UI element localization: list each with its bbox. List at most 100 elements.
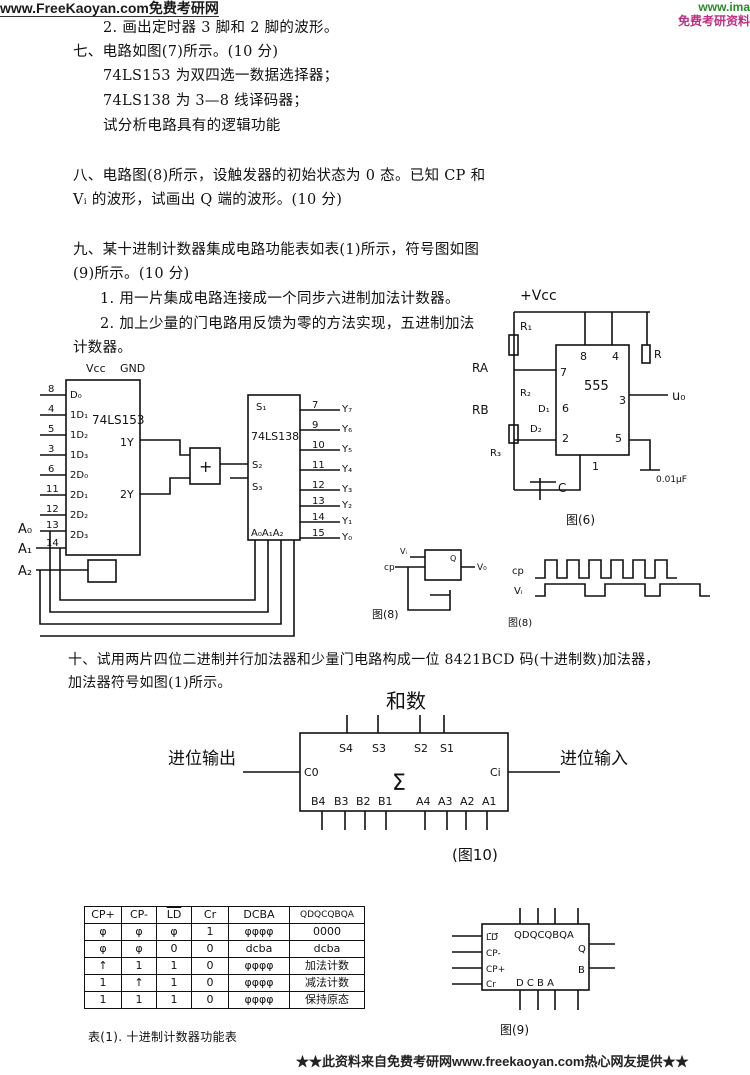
vcc-label: Vcc: [86, 362, 106, 375]
svg-text:R₂: R₂: [520, 388, 531, 399]
out-1y: 1Y: [120, 436, 134, 449]
sum-title: 和数: [386, 689, 426, 713]
figure-9-counter-symbol: LD CP- CP+ Cr QDQCQBQA Q B D C B A 图(9): [452, 908, 615, 1037]
svg-text:2: 2: [562, 432, 569, 445]
svg-text:A1: A1: [482, 795, 497, 808]
site-header-link[interactable]: www.FreeKaoyan.com免费考研网: [0, 0, 219, 17]
svg-text:Q: Q: [578, 944, 586, 955]
q7-title: 七、电路如图(7)所示。(10 分): [73, 44, 279, 60]
q9-line1: 九、某十进制计数器集成电路功能表如表(1)所示，符号图如图: [73, 242, 480, 258]
footer-source-note: ★★此资料来自免费考研网www.freekaoyan.com热心网友提供★★: [296, 1054, 689, 1069]
svg-text:S₂: S₂: [252, 460, 262, 471]
chip-74ls153: [65, 379, 141, 556]
input-a2: A₂: [18, 564, 32, 579]
chip-74ls138: [247, 394, 301, 541]
svg-text:S3: S3: [372, 742, 386, 755]
svg-text:CP-: CP-: [486, 949, 501, 959]
svg-text:Y₅: Y₅: [341, 444, 352, 455]
svg-text:B: B: [578, 965, 585, 976]
svg-text:Vᵢ: Vᵢ: [400, 547, 407, 556]
svg-text:A2: A2: [460, 795, 475, 808]
svg-text:11: 11: [46, 484, 59, 495]
table-header-row: CP+ CP- LD Cr DCBA QDQCQBQA: [84, 906, 365, 924]
flip-flop: [424, 549, 462, 581]
svg-text:8: 8: [48, 384, 54, 395]
q8-line1: 八、电路图(8)所示，设触发器的初始状态为 0 态。已知 CP 和: [73, 168, 486, 184]
q10-line1: 十、试用两片四位二进制并行加法器和少量门电路构成一位 8421BCD 码(十进制…: [68, 652, 660, 668]
svg-text:S4: S4: [339, 742, 353, 755]
svg-text:S2: S2: [414, 742, 428, 755]
svg-text:cp: cp: [384, 563, 395, 573]
svg-text:Y₃: Y₃: [341, 484, 352, 495]
svg-text:D₁: D₁: [538, 404, 550, 415]
figure-10-adder: 和数 进位输出 进位输入 S4 S3 S2 S1 C0 Ci Σ B4 B3 B…: [168, 689, 628, 864]
figure-7-circuit: Vcc GND 74LS153 1Y 2Y D₀ 1D₁ 1D₂ 1D₃ 2D₀…: [18, 362, 352, 637]
q7-line3: 试分析电路具有的逻辑功能: [103, 118, 281, 134]
fig8-caption-waveform: 图(8): [508, 617, 532, 629]
svg-text:R₃: R₃: [490, 448, 501, 459]
svg-text:Σ: Σ: [392, 771, 406, 796]
svg-text:Vᵢ: Vᵢ: [514, 586, 523, 597]
svg-text:A4: A4: [416, 795, 431, 808]
q10-line2: 加法器符号如图(1)所示。: [68, 675, 232, 691]
carry-in-label: 进位输入: [560, 749, 628, 769]
svg-text:7: 7: [312, 400, 318, 411]
svg-text:B4: B4: [311, 795, 326, 808]
chip2-label: 74LS138: [251, 430, 299, 443]
svg-text:2D₃: 2D₃: [70, 530, 88, 541]
svg-text:u₀: u₀: [672, 389, 685, 404]
gnd-label: GND: [120, 362, 145, 375]
q9-item1: 1. 用一片集成电路连接成一个同步六进制加法计数器。: [100, 291, 460, 307]
svg-text:3: 3: [619, 394, 626, 407]
svg-text:12: 12: [46, 504, 59, 515]
q7-line1: 74LS153 为双四选一数据选择器；: [103, 68, 339, 84]
svg-text:1: 1: [592, 460, 599, 473]
chip-555-label: 555: [584, 379, 609, 394]
svg-text:R₁: R₁: [520, 320, 532, 333]
svg-text:D₂: D₂: [530, 424, 542, 435]
or-gate: [189, 447, 221, 485]
fig6-caption: 图(6): [566, 513, 595, 527]
chip1-label: 74LS153: [92, 413, 144, 427]
q8-line2: Vᵢ 的波形，试画出 Q 端的波形。(10 分): [73, 192, 343, 208]
svg-text:7: 7: [560, 366, 567, 379]
svg-text:Y₀: Y₀: [341, 532, 352, 543]
svg-text:A3: A3: [438, 795, 453, 808]
logo-top-text: www.ima: [698, 0, 750, 14]
svg-text:5: 5: [48, 424, 54, 435]
svg-text:Y₁: Y₁: [341, 516, 352, 527]
svg-text:Y₇: Y₇: [341, 404, 352, 415]
svg-text:cp: cp: [512, 566, 524, 577]
svg-text:1D₃: 1D₃: [70, 450, 88, 461]
svg-text:RB: RB: [472, 403, 489, 417]
svg-text:10: 10: [312, 440, 325, 451]
svg-text:4: 4: [612, 350, 619, 363]
figure-8-circuit: cp Vᵢ Q V₀ 图(8) cp Vᵢ 图(8): [372, 547, 710, 629]
svg-text:14: 14: [46, 538, 59, 549]
gate-symbol: +: [199, 457, 212, 476]
svg-text:2D₁: 2D₁: [70, 490, 88, 501]
svg-text:R: R: [654, 348, 662, 361]
svg-text:3: 3: [48, 444, 54, 455]
svg-text:9: 9: [312, 420, 318, 431]
input-a0: A₀: [18, 522, 32, 537]
svg-text:Y₂: Y₂: [341, 500, 352, 511]
carry-out-label: 进位输出: [168, 749, 236, 769]
svg-text:2D₂: 2D₂: [70, 510, 88, 521]
svg-text:Y₄: Y₄: [341, 464, 352, 475]
svg-text:2D₀: 2D₀: [70, 470, 88, 481]
input-a1: A₁: [18, 542, 32, 557]
svg-text:RA: RA: [472, 361, 489, 375]
svg-text:6: 6: [48, 464, 54, 475]
q6-item2: 2. 画出定时器 3 脚和 2 脚的波形。: [103, 20, 339, 36]
svg-text:D C B A: D C B A: [516, 978, 554, 989]
svg-text:V₀: V₀: [477, 563, 487, 573]
svg-text:A₀A₁A₂: A₀A₁A₂: [251, 528, 284, 539]
